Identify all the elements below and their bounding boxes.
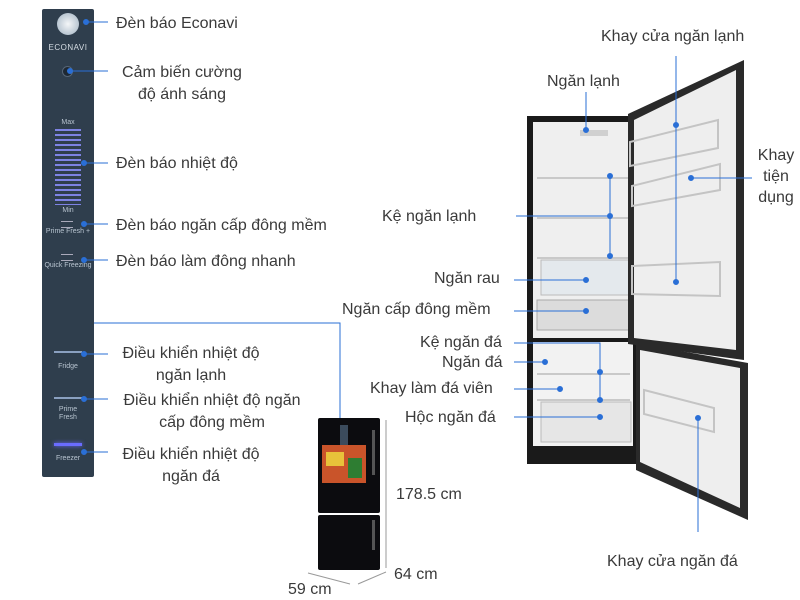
soft-freeze-control-label-1: Điều khiển nhiệt độ ngăn [123, 392, 301, 409]
ice-tray-label: Khay làm đá viên [370, 380, 493, 397]
utility-tray-label-2: tiện [763, 168, 789, 185]
prime-fresh-plus-label: Prime Fresh + [45, 228, 91, 235]
fridge-control-label-2: ngăn lạnh [155, 367, 227, 384]
freezer-control-label-2: ngăn đá [162, 468, 220, 485]
freezer-control-button[interactable] [54, 443, 82, 446]
main-fridge-image [527, 60, 748, 520]
prime-fresh-label-2: Fresh [59, 414, 77, 421]
fridge-button-label: Fridge [58, 363, 78, 370]
econavi-brand: ECONAVI [48, 43, 88, 52]
fridge-door-tray-label: Khay cửa ngăn lạnh [601, 28, 745, 45]
quick-freeze-indicator-label: Đèn báo làm đông nhanh [116, 253, 296, 270]
fridge-control-label-1: Điều khiển nhiệt độ [122, 345, 260, 362]
freezer-shelf-label: Kệ ngăn đá [420, 334, 502, 351]
freezer-control-label-1: Điều khiển nhiệt độ [122, 446, 260, 463]
light-sensor-label-1: Cảm biến cường [122, 64, 242, 81]
freezer-button-label: Freezer [55, 455, 81, 462]
temperature-indicator-label: Đèn báo nhiệt độ [116, 155, 238, 172]
freezer-door-tray-label: Khay cửa ngăn đá [607, 553, 738, 570]
temperature-bar-meter [55, 129, 81, 205]
light-sensor-label-2: độ ánh sáng [137, 86, 227, 103]
max-label: Max [61, 119, 75, 126]
soft-freeze-control-label-2: cấp đông mềm [159, 414, 265, 431]
width-dimension: 59 cm [288, 581, 332, 598]
cold-shelf-label: Kệ ngăn lạnh [382, 208, 477, 225]
utility-tray-label-3: dụng [758, 189, 794, 206]
min-label: Min [62, 207, 74, 214]
soft-freeze-compartment-label: Ngăn cấp đông mềm [342, 301, 491, 318]
freezer-compartment-label: Ngăn đá [442, 354, 503, 371]
height-dimension: 178.5 cm [396, 486, 462, 503]
vegetable-drawer-label: Ngăn rau [434, 270, 500, 287]
soft-freeze-indicator-label: Đèn báo ngăn cấp đông mềm [116, 217, 327, 234]
small-fridge-image [318, 418, 380, 570]
fridge-control-button[interactable] [54, 351, 82, 353]
cold-compartment-label: Ngăn lạnh [547, 73, 620, 90]
utility-tray-label-1: Khay [757, 147, 795, 164]
prime-fresh-label-1: Prime [58, 406, 78, 413]
econavi-light-icon [57, 13, 79, 35]
freezer-drawer-label: Hộc ngăn đá [405, 409, 496, 426]
quick-freezing-label: Quick Freezing [44, 262, 92, 269]
prime-fresh-control-button[interactable] [54, 397, 82, 399]
econavi-light-label: Đèn báo Econavi [116, 15, 238, 32]
quick-freezing-indicator [61, 254, 73, 261]
prime-fresh-plus-indicator [61, 221, 73, 228]
depth-dimension: 64 cm [394, 566, 438, 583]
